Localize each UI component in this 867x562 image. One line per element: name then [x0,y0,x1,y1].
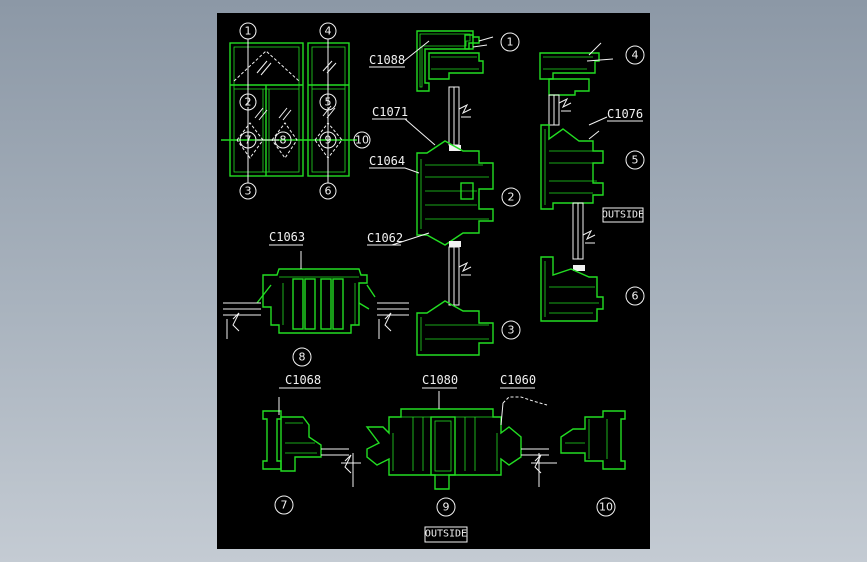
marker-8-section: 8 [299,351,306,364]
outside-tag-bottom: OUTSIDE [425,529,467,540]
label-c1080: C1080 [422,373,458,387]
label-c1060: C1060 [500,373,536,387]
label-c1062: C1062 [367,231,403,245]
marker-6-section: 6 [632,290,639,303]
profile-labels: C1088 C1071 C1064 C1062 C1076 C1063 C106… [269,53,643,389]
marker-7-section: 7 [281,499,288,512]
marker-10-section: 10 [599,501,613,514]
marker-4-section: 4 [632,49,639,62]
marker-7: 7 [245,134,252,147]
label-c1076: C1076 [607,107,643,121]
marker-10: 10 [355,134,369,147]
vertical-section-right [539,42,614,322]
marker-2: 2 [245,96,252,109]
marker-3-section: 3 [508,324,515,337]
label-c1088: C1088 [369,53,405,67]
marker-6: 6 [325,185,332,198]
marker-4: 4 [325,25,332,38]
marker-3: 3 [245,185,252,198]
label-c1063: C1063 [269,230,305,244]
vertical-section-left [391,30,494,356]
label-c1068: C1068 [285,373,321,387]
marker-1-section: 1 [507,36,514,49]
marker-9: 9 [325,134,332,147]
label-c1071: C1071 [372,105,408,119]
marker-5: 5 [325,96,332,109]
horizontal-section-8 [223,251,409,339]
outside-tag-right: OUTSIDE [602,210,644,221]
label-c1064: C1064 [369,154,405,168]
marker-8: 8 [280,134,287,147]
window-elevation [221,39,357,183]
horizontal-section-bottom [262,391,626,490]
outside-tags: OUTSIDE OUTSIDE [424,207,644,543]
section-markers: 1 4 2 5 7 8 9 10 3 6 1 2 3 4 5 6 8 7 [239,22,645,517]
marker-9-section: 9 [443,501,450,514]
marker-2-section: 2 [508,191,515,204]
drawing-sheet: 1 4 2 5 7 8 9 10 3 6 1 2 3 4 5 6 8 7 [217,13,650,549]
marker-5-section: 5 [632,154,639,167]
marker-1: 1 [245,25,252,38]
cad-drawing: 1 4 2 5 7 8 9 10 3 6 1 2 3 4 5 6 8 7 [221,22,645,543]
